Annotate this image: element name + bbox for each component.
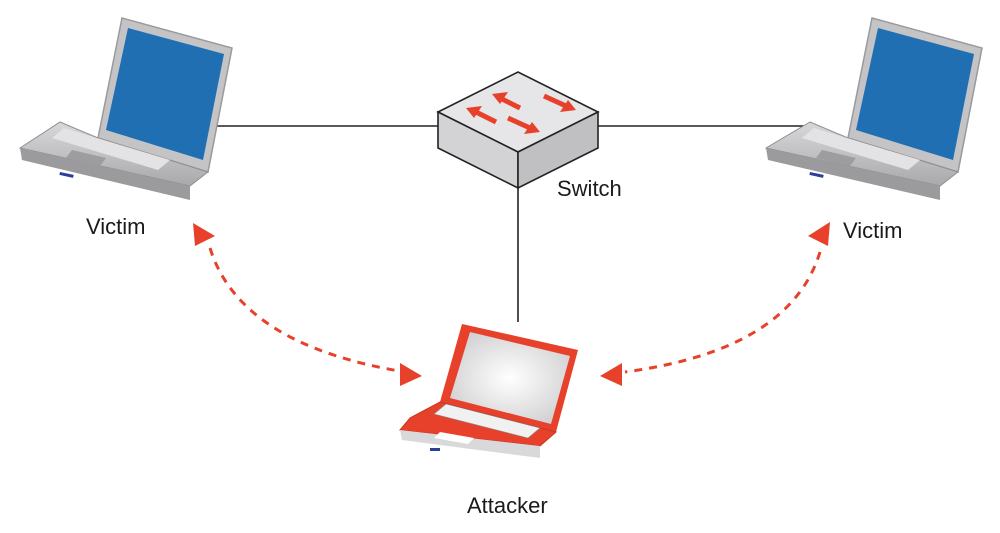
victim-right-label: Victim — [843, 218, 903, 243]
switch-icon — [436, 71, 600, 190]
arrowhead-left-victim-icon — [193, 223, 215, 246]
arrowhead-left-attacker-icon — [400, 363, 422, 386]
spoof-path-right — [624, 251, 822, 374]
spoof-path-left — [208, 247, 406, 374]
victim-left-label: Victim — [86, 214, 146, 239]
arrowhead-right-attacker-icon — [600, 363, 622, 386]
arrowhead-right-victim-icon — [808, 222, 830, 246]
victim-right-laptop-icon — [764, 17, 983, 200]
switch-label: Switch — [557, 176, 622, 201]
attacker-label: Attacker — [467, 493, 548, 518]
victim-left-laptop-icon — [18, 17, 233, 200]
attacker-laptop-icon — [399, 324, 578, 458]
switch-traffic-arrows — [466, 92, 576, 134]
